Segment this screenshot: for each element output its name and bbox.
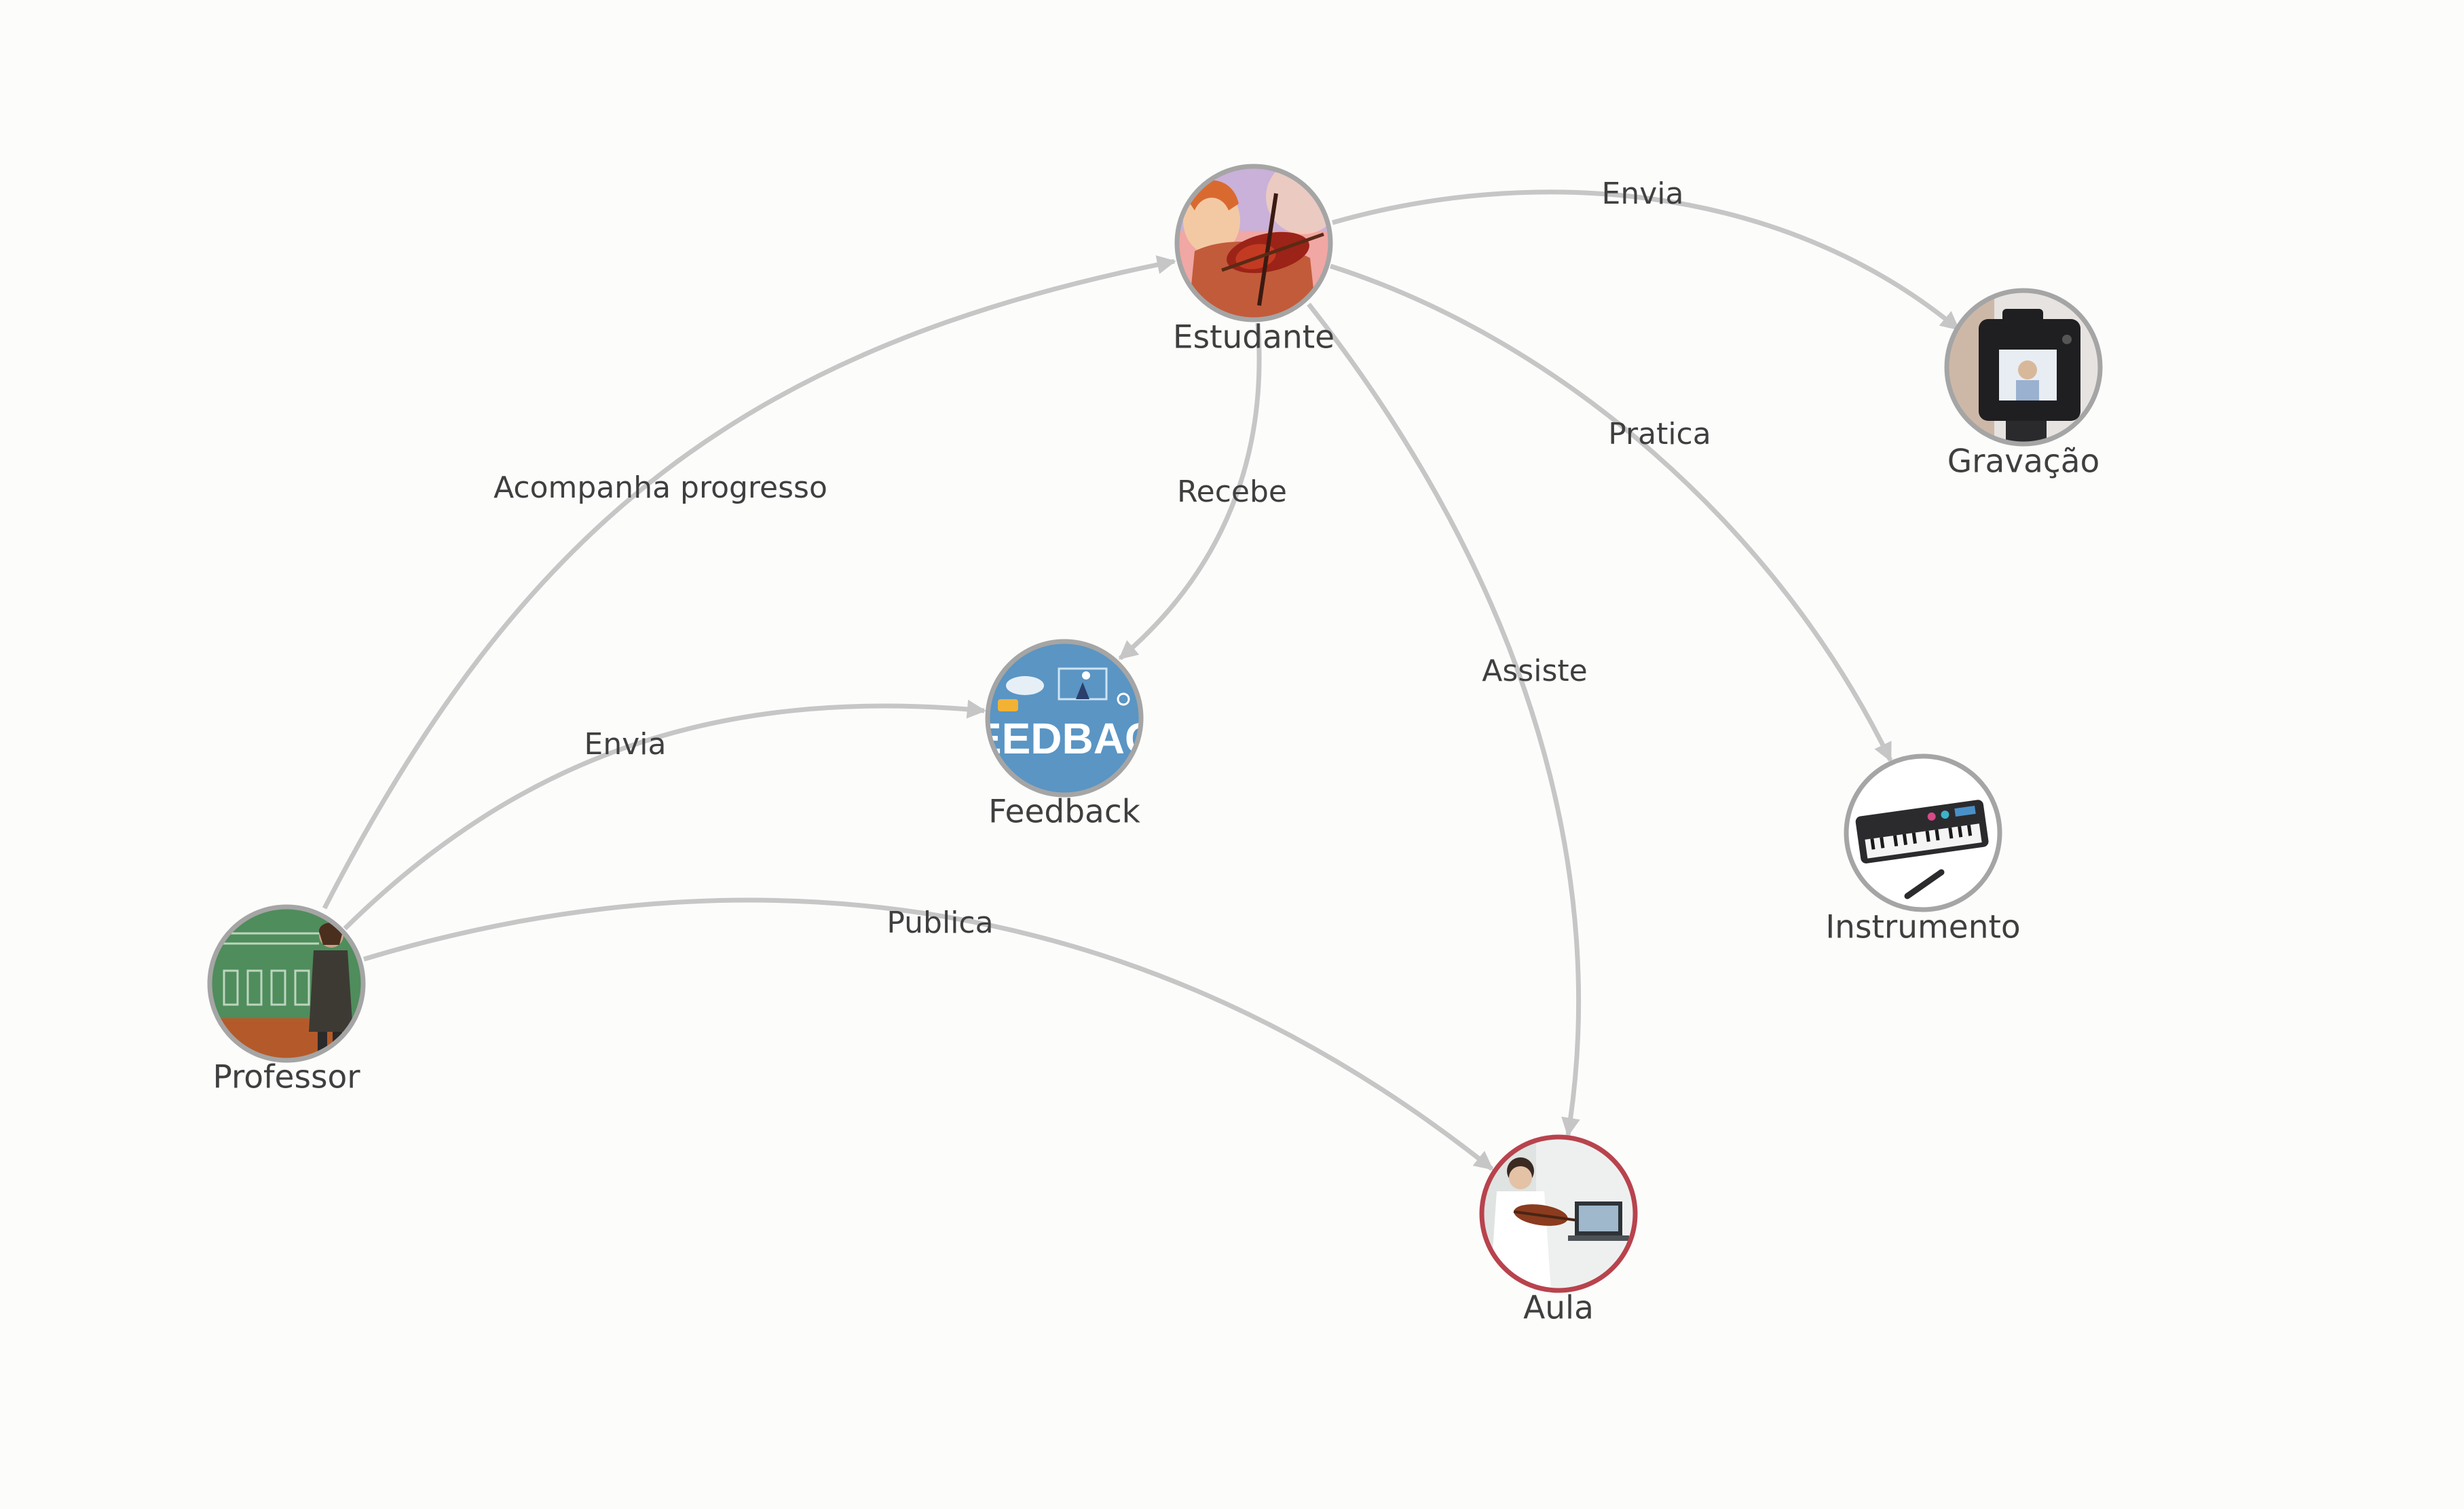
edge-label: Pratica: [1608, 417, 1711, 451]
node-gravacao[interactable]: Gravação: [1944, 288, 2103, 481]
edge-recebe-feedback: Recebe: [1118, 322, 1287, 660]
edge-envia-feedback: Envia: [343, 699, 986, 931]
node-label: Instrumento: [1825, 909, 2020, 946]
edge-label: Assiste: [1482, 654, 1587, 688]
edge-label: Envia: [1602, 176, 1684, 211]
edge-label: Recebe: [1177, 474, 1287, 509]
svg-text:EEDBAC: EEDBAC: [973, 714, 1156, 763]
keyboard-icon: [1846, 756, 2000, 910]
node-label: Feedback: [988, 794, 1141, 831]
violin-student-icon: [1177, 166, 1330, 320]
feedback-banner-icon: EEDBAC: [973, 641, 1156, 795]
edge-acompanha-progresso: Acompanha progresso: [322, 255, 1176, 910]
node-label: Aula: [1523, 1290, 1594, 1327]
node-instrumento[interactable]: Instrumento: [1825, 753, 2021, 946]
node-professor[interactable]: Professor: [207, 904, 366, 1096]
node-label: Professor: [212, 1059, 360, 1096]
edge-label: Envia: [584, 727, 667, 762]
node-aula[interactable]: Aula: [1479, 1134, 1638, 1327]
edge-envia-gravacao: Envia: [1332, 176, 1960, 331]
edge-assiste-aula: Assiste: [1307, 302, 1588, 1137]
edge-label: Acompanha progresso: [493, 470, 827, 505]
edge-pratica-instrumento: Pratica: [1329, 263, 1893, 762]
node-label: Gravação: [1947, 443, 2100, 481]
node-feedback[interactable]: EEDBAC Feedback: [973, 639, 1156, 831]
edge-label: Publica: [886, 906, 993, 940]
node-estudante[interactable]: Estudante: [1173, 160, 1341, 356]
camera-icon: [1947, 291, 2100, 444]
edge-publica-aula: Publica: [362, 897, 1494, 1171]
node-label: Estudante: [1173, 319, 1334, 356]
